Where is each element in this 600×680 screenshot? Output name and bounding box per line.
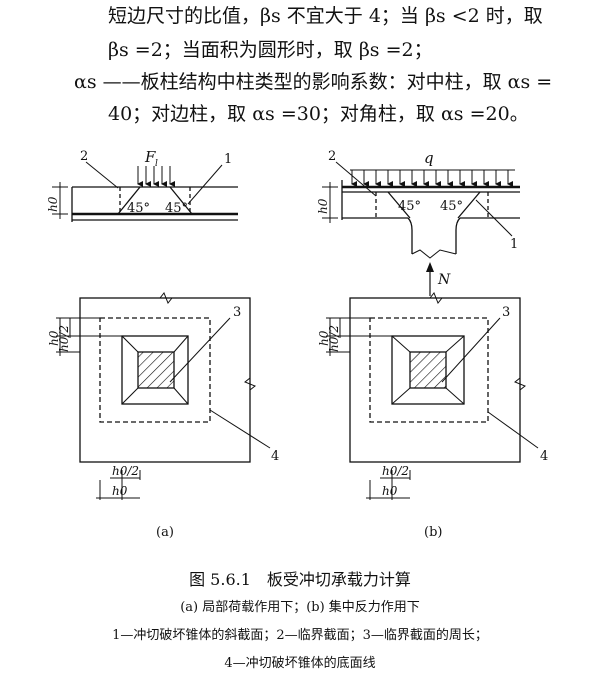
- text-line-2: βs =2；当面积为圆形时，取 βs =2；: [108, 39, 433, 61]
- callout-1b: 1: [510, 237, 518, 252]
- angle-left-a: 45°: [127, 201, 150, 216]
- column-area-b: [409, 351, 447, 389]
- callout-2a: 2: [80, 149, 88, 164]
- load-arrows-a: [137, 166, 175, 187]
- depth-label-b: h0: [316, 198, 330, 214]
- load-label-b: q: [424, 149, 434, 167]
- callout-4a: 4: [271, 449, 279, 464]
- bottom-depth-label-a: h0: [112, 484, 128, 498]
- callout-3a: 3: [233, 305, 241, 320]
- cone-right-a: [169, 186, 193, 215]
- angle-right-a: 45°: [165, 201, 188, 216]
- plan-outer-a: [79, 297, 251, 463]
- plan-b: [326, 292, 539, 500]
- sublabel-a: (a): [156, 525, 174, 540]
- callout-3b: 3: [502, 305, 510, 320]
- callout-1a: 1: [224, 152, 232, 167]
- cone-base-b: [391, 335, 465, 405]
- leader-1a: [187, 164, 223, 205]
- bottom-half-label-b: h0/2: [382, 464, 409, 478]
- critical-section-a: [99, 317, 211, 423]
- load-label-a: F: [144, 148, 156, 166]
- depth-label-plan-a: h0: [47, 330, 61, 346]
- cone-base-a: [121, 335, 189, 405]
- leader-2a: [85, 161, 119, 189]
- depth-label-plan-b: h0: [317, 330, 331, 346]
- figure-legend-1: 1—冲切破坏锥体的斜截面；2—临界截面；3—临界截面的周长；: [112, 628, 488, 643]
- figure-legend-2: 4—冲切破坏锥体的底面线: [224, 656, 376, 671]
- text-line-1: 短边尺寸的比值，βs 不宜大于 4；当 βs <2 时，取: [108, 5, 543, 27]
- figure-title: 图 5.6.1 板受冲切承载力计算: [189, 570, 411, 589]
- callout-4b: 4: [540, 449, 548, 464]
- figure-subtitle: (a) 局部荷载作用下；(b) 集中反力作用下: [180, 600, 420, 615]
- cone-right-b: [457, 191, 481, 219]
- load-area-a: [137, 351, 175, 389]
- column-left-b: [407, 217, 413, 254]
- load-arrows-b: [350, 169, 515, 187]
- leader-4b: [487, 411, 539, 449]
- cone-left-b: [387, 191, 411, 219]
- load-sub-a: l: [155, 159, 158, 169]
- cone-left-a: [117, 186, 141, 215]
- section-a: [52, 161, 238, 222]
- reaction-label-b: N: [437, 272, 451, 288]
- leader-2b: [335, 161, 377, 197]
- half-depth-label-b: h0/2: [327, 325, 341, 352]
- section-b: [322, 161, 520, 296]
- leader-3b: [441, 317, 501, 383]
- angle-right-b: 45°: [440, 199, 463, 214]
- text-line-4: 40；对边柱，取 αs =30；对角柱，取 αs =20。: [108, 103, 529, 125]
- angle-left-b: 45°: [398, 199, 421, 214]
- half-depth-label-a: h0/2: [57, 325, 71, 352]
- leader-3a: [169, 317, 231, 383]
- critical-section-b: [369, 317, 489, 423]
- leader-1b: [475, 199, 513, 237]
- text-line-3: αs ——板柱结构中柱类型的影响系数：对中柱，取 αs =: [74, 71, 553, 93]
- leader-4a: [209, 409, 271, 449]
- depth-label-a: h0: [46, 196, 60, 212]
- plan-outer-b: [349, 297, 521, 463]
- plan-a: [56, 292, 271, 500]
- bottom-half-label-a: h0/2: [112, 464, 139, 478]
- sublabel-b: (b): [424, 525, 442, 540]
- callout-2b: 2: [328, 149, 336, 164]
- bottom-depth-label-b: h0: [382, 484, 398, 498]
- column-right-b: [455, 217, 461, 254]
